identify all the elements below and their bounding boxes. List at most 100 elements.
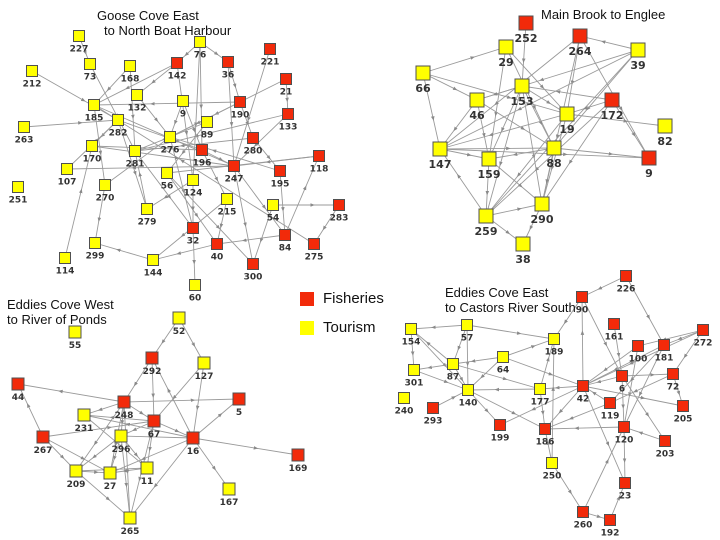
- node-114: 114: [56, 252, 74, 277]
- edge-195-84: [279, 170, 286, 236]
- node-label: 192: [601, 529, 620, 539]
- node-181: 181: [655, 339, 673, 364]
- node-label: 170: [83, 155, 102, 165]
- tourism-node-square: [68, 325, 82, 339]
- fisheries-node-square: [247, 258, 259, 270]
- edge-159-290: [488, 158, 543, 205]
- node-label: 72: [667, 383, 680, 393]
- edge-226-181: [625, 275, 665, 346]
- edge-159-259: [485, 158, 490, 217]
- edge-190-276: [169, 101, 241, 138]
- node-label: 205: [674, 415, 693, 425]
- fisheries-node-square: [604, 92, 620, 108]
- node-label: 250: [543, 472, 562, 482]
- node-189: 189: [545, 333, 563, 358]
- edge-195-276: [169, 136, 281, 172]
- tourism-node-square: [89, 237, 101, 249]
- edge-250-189: [551, 338, 555, 464]
- fisheries-node-square: [616, 370, 628, 382]
- tourism-node-square: [187, 174, 199, 186]
- node-67: 67: [147, 414, 161, 440]
- node-252: 252: [515, 15, 537, 45]
- edge-231-11: [83, 414, 148, 469]
- edge-118-247: [233, 155, 320, 167]
- tourism-node-square: [469, 92, 485, 108]
- edge-142-185: [93, 62, 178, 106]
- tourism-node-square: [408, 364, 420, 376]
- node-label: 84: [279, 244, 292, 254]
- tourism-node-square: [161, 167, 173, 179]
- fisheries-node-square: [658, 339, 670, 351]
- node-119: 119: [601, 397, 619, 422]
- fisheries-node-square: [632, 340, 644, 352]
- edge-127-67: [153, 362, 205, 422]
- node-6: 6: [616, 370, 628, 395]
- panel-title-main-brook: Main Brook to Englee: [541, 7, 665, 22]
- tourism-node-square: [69, 464, 83, 478]
- fisheries-node-square: [333, 199, 345, 211]
- node-267: 267: [34, 430, 52, 456]
- node-label: 55: [69, 341, 82, 351]
- node-39: 39: [630, 42, 646, 72]
- fisheries-node-square: [697, 324, 709, 336]
- edge-6-72: [621, 373, 674, 377]
- edge-76-196: [199, 41, 203, 151]
- node-label: 281: [126, 160, 145, 170]
- tourism-node-square: [61, 163, 73, 175]
- edge-296-265: [120, 435, 131, 519]
- node-label: 89: [201, 131, 214, 141]
- fisheries-node-square: [247, 132, 259, 144]
- fisheries-node-square: [36, 430, 50, 444]
- node-label: 169: [289, 464, 308, 474]
- tourism-node-square: [123, 511, 137, 525]
- tourism-node-square: [405, 323, 417, 335]
- node-300: 300: [244, 258, 262, 283]
- node-60: 60: [189, 279, 201, 304]
- edge-100-120: [623, 345, 639, 428]
- node-label: 39: [630, 59, 645, 72]
- fisheries-node-square: [427, 402, 439, 414]
- node-46: 46: [469, 92, 485, 122]
- edge-153-259: [485, 85, 523, 217]
- node-38: 38: [515, 236, 531, 266]
- tourism-node-square: [515, 236, 531, 252]
- edge-6-120: [621, 375, 625, 428]
- tourism-node-square: [77, 408, 91, 422]
- fisheries-node-square: [308, 238, 320, 250]
- edge-154-301: [410, 328, 415, 371]
- node-140: 140: [459, 384, 477, 409]
- edge-252-153: [521, 22, 527, 87]
- node-label: 282: [109, 129, 128, 139]
- edge-67-231: [83, 414, 155, 422]
- fisheries-node-square: [539, 423, 551, 435]
- fisheries-node-square: [228, 160, 240, 172]
- node-label: 67: [148, 430, 161, 440]
- edge-16-5: [192, 398, 240, 439]
- tourism-node-square: [478, 208, 494, 224]
- node-label: 29: [498, 56, 513, 69]
- edge-52-127: [178, 317, 205, 364]
- node-82: 82: [657, 118, 673, 148]
- tourism-node-square: [172, 311, 186, 325]
- node-9: 9: [641, 150, 657, 180]
- edge-90-6: [581, 296, 623, 377]
- tourism-node-square: [630, 42, 646, 58]
- node-90: 90: [576, 291, 588, 316]
- panel-title-goose-cove: Goose Cove East to North Boat Harbour: [97, 8, 231, 38]
- node-label: 177: [531, 398, 550, 408]
- edge-72-119: [609, 373, 674, 404]
- tourism-node-square: [84, 58, 96, 70]
- edge-64-42: [502, 356, 584, 387]
- node-label: 259: [475, 225, 498, 238]
- node-296: 296: [112, 429, 130, 455]
- fisheries-node-square: [576, 291, 588, 303]
- node-301: 301: [405, 364, 423, 389]
- node-label: 147: [429, 158, 452, 171]
- node-260: 260: [574, 506, 592, 531]
- node-124: 124: [184, 174, 202, 199]
- node-label: 19: [559, 123, 574, 136]
- node-89: 89: [201, 116, 214, 141]
- node-133: 133: [279, 108, 297, 133]
- edge-127-16: [192, 362, 205, 439]
- node-64: 64: [497, 351, 509, 376]
